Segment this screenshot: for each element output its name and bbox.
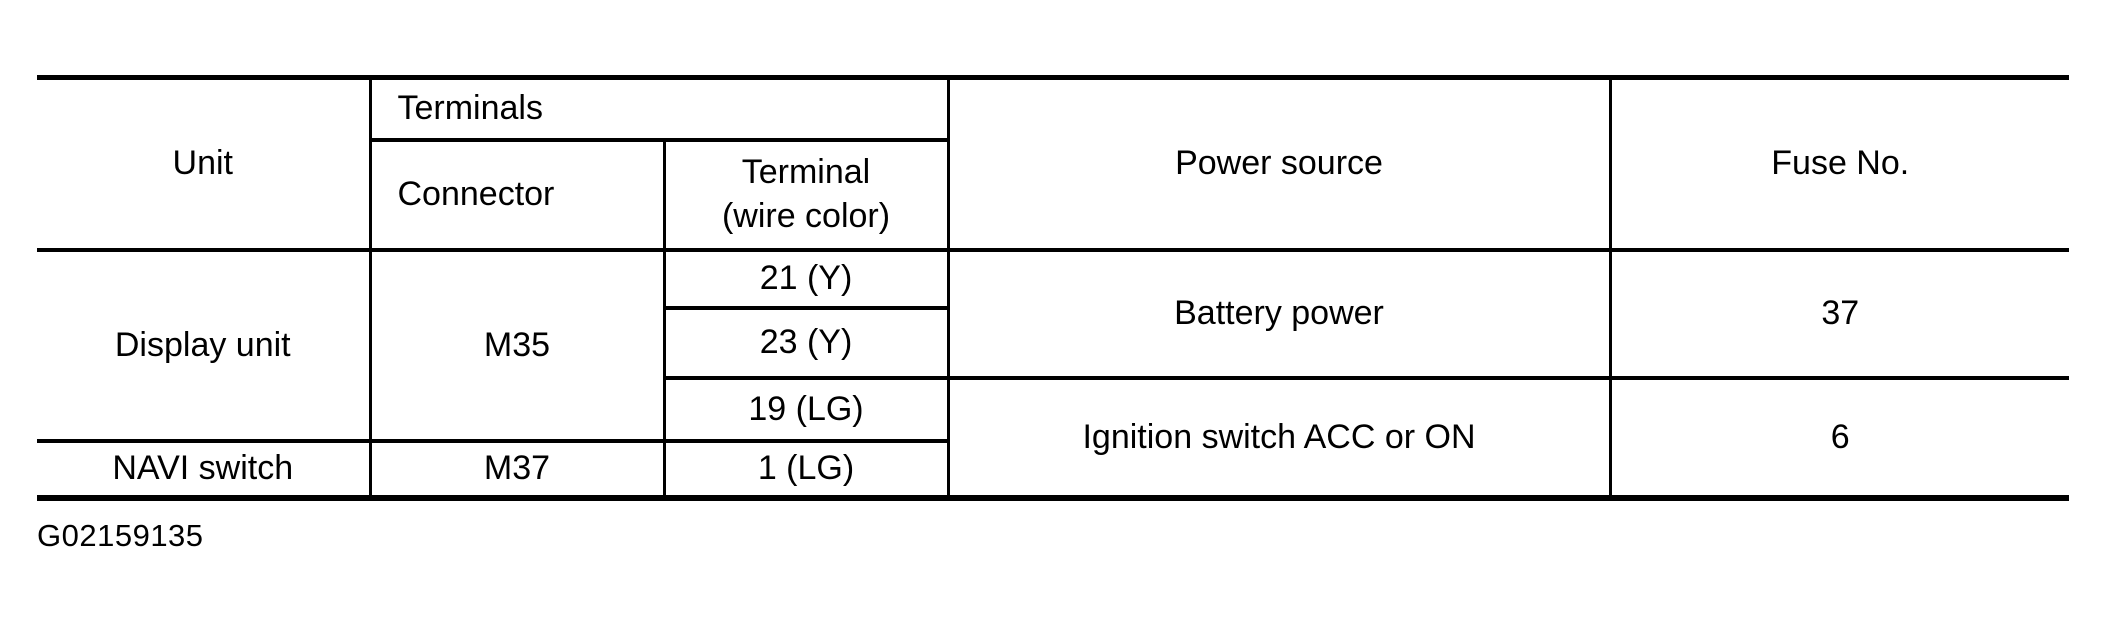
- header-terminals: Terminals: [368, 75, 950, 142]
- header-unit: Unit: [37, 75, 372, 252]
- cell-fuse-no-37: 37: [1608, 247, 2069, 380]
- cell-connector-m35: M35: [368, 247, 666, 443]
- cell-power-source-ignition: Ignition switch ACC or ON: [946, 375, 1612, 500]
- cell-power-source-battery: Battery power: [946, 247, 1612, 380]
- cell-terminal-23-y: 23 (Y): [662, 305, 950, 380]
- cell-unit-navi-switch: NAVI switch: [37, 438, 372, 500]
- cell-fuse-no-6: 6: [1608, 375, 2069, 500]
- header-terminal-wire-color: Terminal (wire color): [662, 137, 950, 252]
- power-supply-table: Unit Terminals Power source Fuse No. Con…: [37, 75, 2069, 501]
- cell-terminal-19-lg: 19 (LG): [662, 375, 950, 443]
- cell-connector-m37: M37: [368, 438, 666, 500]
- header-fuse-no: Fuse No.: [1608, 75, 2069, 252]
- cell-terminal-1-lg: 1 (LG): [662, 438, 950, 500]
- figure-id-label: G02159135: [37, 518, 204, 553]
- cell-unit-display-unit: Display unit: [37, 247, 372, 443]
- header-connector: Connector: [368, 137, 666, 252]
- header-power-source: Power source: [946, 75, 1612, 252]
- cell-terminal-21-y: 21 (Y): [662, 247, 950, 310]
